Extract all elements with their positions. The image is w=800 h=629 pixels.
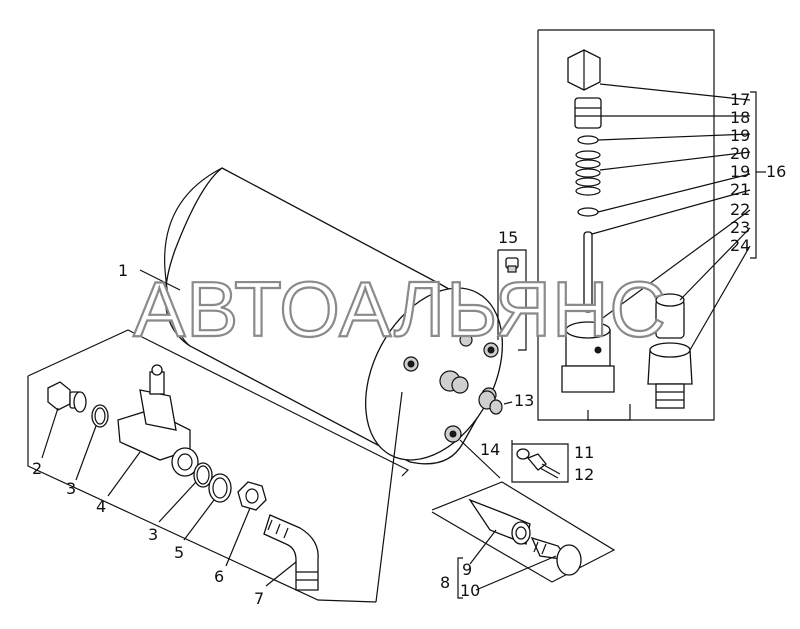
fitting-part-13 <box>478 390 503 415</box>
callout-24: 24 <box>730 236 750 255</box>
callout-20: 20 <box>730 144 750 163</box>
left-assembly-frame <box>27 329 410 603</box>
plug-part-15 <box>505 257 519 273</box>
seal-ring-part-19-lower <box>577 207 599 217</box>
callout-23: 23 <box>730 218 750 237</box>
callout-19-lower: 19 <box>730 162 750 181</box>
callout-11: 11 <box>574 443 594 462</box>
bracket-16 <box>750 91 757 259</box>
cap-nut-part-17 <box>567 49 601 91</box>
callout-17: 17 <box>730 90 750 109</box>
callout-6: 6 <box>214 567 224 586</box>
elbow-fitting-part-7 <box>263 514 319 591</box>
frame-11-12 <box>511 440 569 483</box>
callout-19-upper: 19 <box>730 126 750 145</box>
callout-labels: 1 2 3 4 3 5 6 7 8 9 10 11 12 13 14 15 16… <box>32 90 786 608</box>
seal-ring-part-19-upper <box>577 135 599 145</box>
callout-7: 7 <box>254 589 264 608</box>
callout-15: 15 <box>498 228 518 247</box>
callout-12: 12 <box>574 465 594 484</box>
washer-part-11 <box>516 448 530 460</box>
rod-part-21 <box>583 231 593 313</box>
frame-15 <box>498 249 527 351</box>
callout-10: 10 <box>460 581 480 600</box>
callout-3-upper: 3 <box>66 479 76 498</box>
drain-valve-part-4 <box>117 364 199 477</box>
callout-3-lower: 3 <box>148 525 158 544</box>
plug-part-18 <box>574 97 602 129</box>
valve-part-24 <box>647 342 693 409</box>
callout-8: 8 <box>440 573 450 592</box>
bolt-part-12 <box>526 453 561 479</box>
callout-22: 22 <box>730 200 750 219</box>
callout-9: 9 <box>462 560 472 579</box>
leader-lines <box>41 83 751 591</box>
upper-right-frame <box>537 29 715 421</box>
spring-part-20 <box>575 150 601 196</box>
lower-assembly-frame <box>431 481 616 583</box>
callout-5: 5 <box>174 543 184 562</box>
nut-part-6 <box>237 481 267 511</box>
insert-part-23 <box>655 293 685 339</box>
callout-21: 21 <box>730 180 750 199</box>
callout-13: 13 <box>514 391 534 410</box>
callout-18: 18 <box>730 108 750 127</box>
callout-16: 16 <box>766 162 786 181</box>
callout-14: 14 <box>480 440 500 459</box>
callout-4: 4 <box>96 497 106 516</box>
callout-1: 1 <box>118 261 128 280</box>
callout-2: 2 <box>32 459 42 478</box>
fitting-part-2 <box>47 381 87 413</box>
bracket-8 <box>457 557 463 599</box>
watermark-text: АВТОАЛЬЯНС <box>133 265 667 353</box>
body-part-22 <box>561 321 615 393</box>
plug-part-10 <box>530 536 582 576</box>
adapter-part-9 <box>468 498 531 545</box>
